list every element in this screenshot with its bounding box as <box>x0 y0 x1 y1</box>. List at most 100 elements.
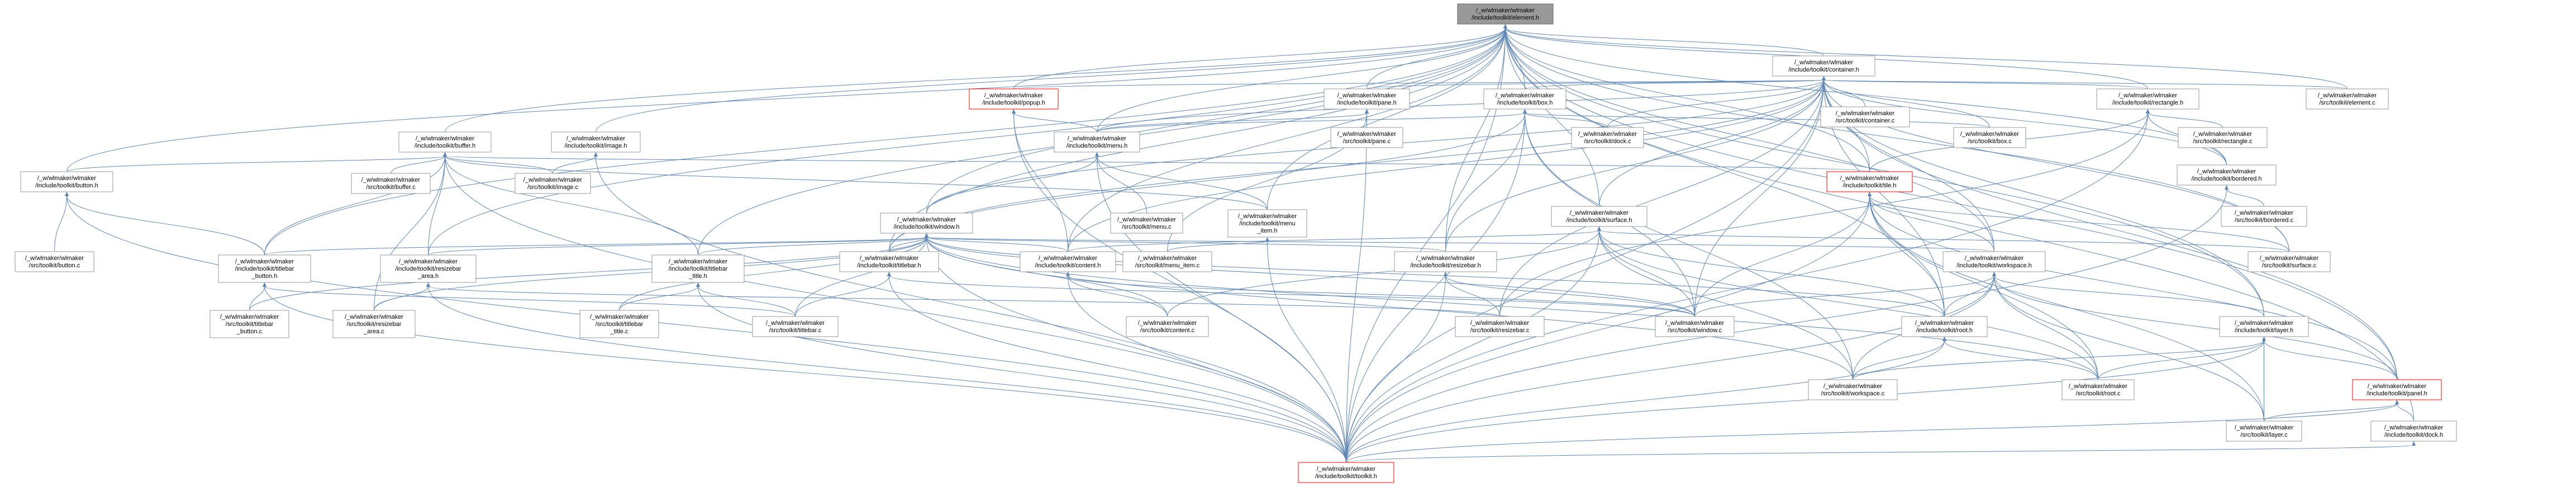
node-root-h[interactable]: /_w/wlmaker/wlmaker/include/toolkit/root… <box>1901 316 1988 337</box>
node-titlebar-title-h[interactable]: /_w/wlmaker/wlmaker/include/toolkit/titl… <box>651 254 745 283</box>
node-pane-c[interactable]: /_w/wlmaker/wlmaker/src/toolkit/pane.c <box>1330 127 1403 148</box>
edge <box>2264 400 2399 422</box>
edge-line <box>2264 340 2397 380</box>
edge-arrowhead <box>1503 24 1507 29</box>
edge-line <box>1944 340 2098 380</box>
node-rectangle-c[interactable]: /_w/wlmaker/wlmaker/src/toolkit/rectangl… <box>2178 127 2268 148</box>
edge-line <box>1346 340 2264 463</box>
node-titlebar-title-c[interactable]: /_w/wlmaker/wlmaker/src/toolkit/titlebar… <box>579 310 659 338</box>
node-window-h[interactable]: /_w/wlmaker/wlmaker/include/toolkit/wind… <box>880 212 973 234</box>
node-panel-h[interactable]: /_w/wlmaker/wlmaker/include/toolkit/pane… <box>2352 379 2442 400</box>
node-toolkit-h[interactable]: /_w/wlmaker/wlmaker/include/toolkit/tool… <box>1298 462 1394 483</box>
node-surface-h[interactable]: /_w/wlmaker/wlmaker/include/toolkit/surf… <box>1551 206 1648 227</box>
node-bordered-c[interactable]: /_w/wlmaker/wlmaker/src/toolkit/bordered… <box>2221 206 2307 227</box>
edge <box>1265 237 1346 463</box>
node-workspace-c[interactable]: /_w/wlmaker/wlmaker/src/toolkit/workspac… <box>1808 379 1898 400</box>
node-box <box>2352 379 2442 400</box>
edge-line <box>249 286 265 311</box>
edge-line <box>698 237 927 256</box>
node-buffer-h[interactable]: /_w/wlmaker/wlmaker/include/toolkit/buff… <box>398 131 492 153</box>
node-box <box>1455 316 1545 337</box>
node-button-h[interactable]: /_w/wlmaker/wlmaker/include/toolkit/butt… <box>20 171 113 192</box>
node-content-h[interactable]: /_w/wlmaker/wlmaker/include/toolkit/cont… <box>1020 251 1116 272</box>
edge-line <box>1505 27 1994 252</box>
edge <box>1346 109 2150 463</box>
node-box <box>1126 316 1209 337</box>
edge <box>1013 24 1507 89</box>
node-label-line: /include/toolkit/popup.h <box>982 100 1045 106</box>
edge-line <box>445 155 1870 172</box>
node-box <box>209 310 289 338</box>
edge <box>1992 272 2397 380</box>
edge-line <box>1346 79 1824 463</box>
node-resizebar-area-c[interactable]: /_w/wlmaker/wlmaker/src/toolkit/resizeba… <box>332 310 416 338</box>
node-box-h[interactable]: /_w/wlmaker/wlmaker/include/toolkit/box.… <box>1483 88 1566 110</box>
node-box <box>332 310 416 338</box>
node-label-line: /include/toolkit/titlebar <box>669 266 728 272</box>
node-element-c[interactable]: /_w/wlmaker/wlmaker/src/toolkit/element.… <box>2306 88 2389 110</box>
node-menu-h[interactable]: /_w/wlmaker/wlmaker/include/toolkit/menu… <box>1054 131 1140 153</box>
edge-line <box>1599 230 1695 317</box>
node-button-c[interactable]: /_w/wlmaker/wlmaker/src/toolkit/button.c <box>15 251 94 272</box>
node-box <box>651 254 745 283</box>
node-pane-h[interactable]: /_w/wlmaker/wlmaker/include/toolkit/pane… <box>1323 88 1410 110</box>
edge-line <box>1346 275 1446 463</box>
node-element-h[interactable]: /_w/wlmaker/wlmaker/include/toolkit/elem… <box>1457 3 1554 25</box>
node-image-c[interactable]: /_w/wlmaker/wlmaker/src/toolkit/image.c <box>515 173 591 194</box>
node-label-line: /src/toolkit/titlebar <box>596 321 644 328</box>
edge <box>65 192 265 256</box>
edge-line <box>2226 188 2264 207</box>
edge-arrowhead <box>65 192 69 196</box>
node-window-c[interactable]: /_w/wlmaker/wlmaker/src/toolkit/window.c <box>1655 316 1735 337</box>
node-box <box>1953 127 2026 148</box>
node-resizebar-c[interactable]: /_w/wlmaker/wlmaker/src/toolkit/resizeba… <box>1455 316 1545 337</box>
node-root-c[interactable]: /_w/wlmaker/wlmaker/src/toolkit/root.c <box>2061 379 2135 400</box>
edge <box>925 233 1994 252</box>
node-titlebar-button-h[interactable]: /_w/wlmaker/wlmaker/include/toolkit/titl… <box>218 254 311 283</box>
node-resizebar-area-h[interactable]: /_w/wlmaker/wlmaker/include/toolkit/resi… <box>380 254 477 283</box>
node-label-line: /_w/wlmaker/wlmaker <box>590 314 649 320</box>
node-label-line: /src/toolkit/surface.c <box>2262 262 2317 269</box>
node-layer-h[interactable]: /_w/wlmaker/wlmaker/include/toolkit/laye… <box>2219 316 2309 337</box>
node-label-line: _area.c <box>363 328 384 335</box>
node-buffer-c[interactable]: /_w/wlmaker/wlmaker/src/toolkit/buffer.c <box>351 173 431 194</box>
edge <box>1694 76 1826 317</box>
node-workspace-h[interactable]: /_w/wlmaker/wlmaker/include/toolkit/work… <box>1942 251 2046 272</box>
node-dock-c[interactable]: /_w/wlmaker/wlmaker/src/toolkit/dock.c <box>1571 127 1644 148</box>
edge-line <box>596 155 1346 463</box>
node-label-line: /include/toolkit/panel.h <box>2367 390 2427 397</box>
node-menu-c[interactable]: /_w/wlmaker/wlmaker/src/toolkit/menu.c <box>1110 212 1183 234</box>
node-popup-h[interactable]: /_w/wlmaker/wlmaker/include/toolkit/popu… <box>969 88 1059 110</box>
node-label-line: /_w/wlmaker/wlmaker <box>1138 320 1197 327</box>
node-surface-c[interactable]: /_w/wlmaker/wlmaker/src/toolkit/surface.… <box>2248 251 2331 272</box>
node-label-line: /include/toolkit/bordered.h <box>2192 176 2262 182</box>
edge-line <box>1599 230 1853 380</box>
edge-line <box>926 237 1945 317</box>
edge-line <box>264 155 445 256</box>
edge-line <box>889 275 1346 463</box>
edge-line <box>1068 27 1506 252</box>
node-dock-h[interactable]: /_w/wlmaker/wlmaker/include/toolkit/dock… <box>2370 421 2457 442</box>
node-resizebar-h[interactable]: /_w/wlmaker/wlmaker/include/toolkit/resi… <box>1394 251 1497 272</box>
node-layer-c[interactable]: /_w/wlmaker/wlmaker/src/toolkit/layer.c <box>2226 421 2302 442</box>
node-label-line: /src/toolkit/bordered.c <box>2235 217 2294 224</box>
edge-line <box>249 237 927 311</box>
node-titlebar-c[interactable]: /_w/wlmaker/wlmaker/src/toolkit/titlebar… <box>752 316 839 337</box>
edge <box>1346 109 1369 463</box>
edge <box>1346 226 1601 463</box>
edge <box>1066 272 1346 463</box>
node-titlebar-button-c[interactable]: /_w/wlmaker/wlmaker/src/toolkit/titlebar… <box>209 310 289 338</box>
node-container-h[interactable]: /_w/wlmaker/wlmaker/include/toolkit/cont… <box>1772 55 1875 77</box>
node-content-c[interactable]: /_w/wlmaker/wlmaker/src/toolkit/content.… <box>1126 316 1209 337</box>
node-bordered-h[interactable]: /_w/wlmaker/wlmaker/include/toolkit/bord… <box>2177 164 2277 186</box>
node-image-h[interactable]: /_w/wlmaker/wlmaker/include/toolkit/imag… <box>551 131 641 153</box>
node-box-c[interactable]: /_w/wlmaker/wlmaker/src/toolkit/box.c <box>1953 127 2026 148</box>
node-tile-h[interactable]: /_w/wlmaker/wlmaker/include/toolkit/tile… <box>1826 171 1913 192</box>
node-container-c[interactable]: /_w/wlmaker/wlmaker/src/toolkit/containe… <box>1820 106 1910 127</box>
edge-line <box>1869 195 1994 252</box>
node-titlebar-h[interactable]: /_w/wlmaker/wlmaker/include/toolkit/titl… <box>839 251 939 272</box>
node-rectangle-h[interactable]: /_w/wlmaker/wlmaker/include/toolkit/rect… <box>2096 88 2199 110</box>
node-label-line: /_w/wlmaker/wlmaker <box>1840 175 1899 182</box>
node-menu-item-c[interactable]: /_w/wlmaker/wlmaker/src/toolkit/menu_ite… <box>1122 251 1212 272</box>
node-menu-item-h[interactable]: /_w/wlmaker/wlmaker/include/toolkit/menu… <box>1227 209 1307 238</box>
